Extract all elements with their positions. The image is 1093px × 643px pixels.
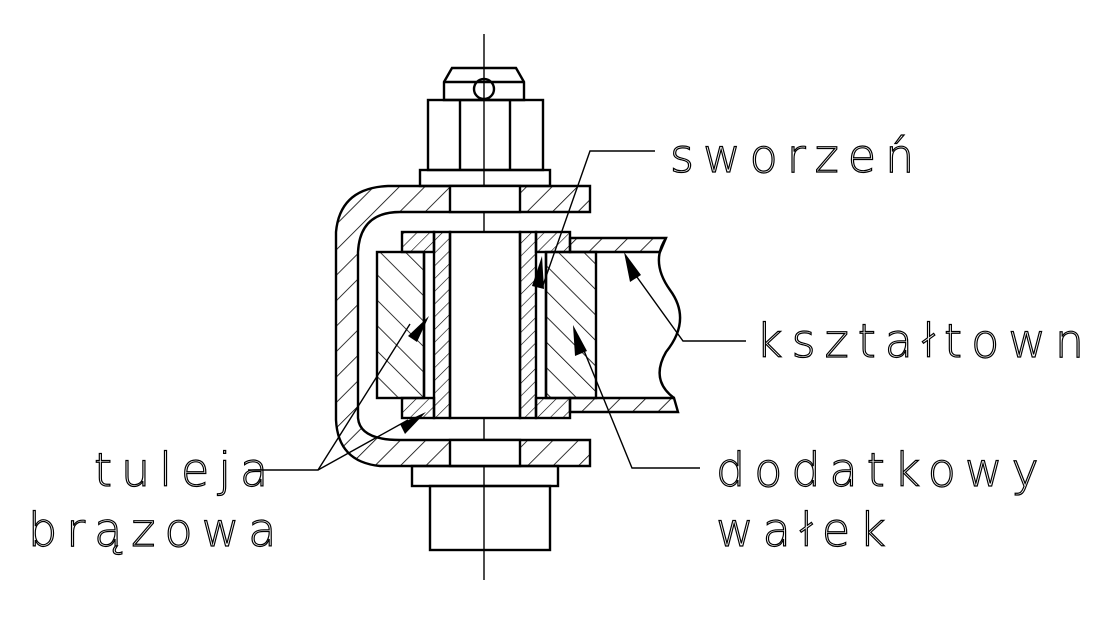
leader-lines: [248, 150, 746, 471]
channel-section: [568, 236, 682, 414]
label-tuleja-line2: brązowa: [28, 503, 285, 557]
pin: [448, 230, 522, 420]
label-ksztaltownik: kształtownik: [756, 314, 1093, 368]
bottom-nut: [410, 464, 560, 552]
label-walek-line2: wałek: [716, 503, 895, 557]
label-tuleja-line1: tuleja: [94, 443, 277, 497]
label-sworzen: sworzeń: [670, 129, 923, 183]
label-walek-line1: dodatkowy: [716, 443, 1048, 497]
arrowheads: [400, 252, 641, 434]
top-nut: [418, 66, 552, 188]
inner-block-left: [375, 250, 426, 400]
additional-roller: [544, 250, 598, 400]
bracket: [334, 184, 592, 468]
